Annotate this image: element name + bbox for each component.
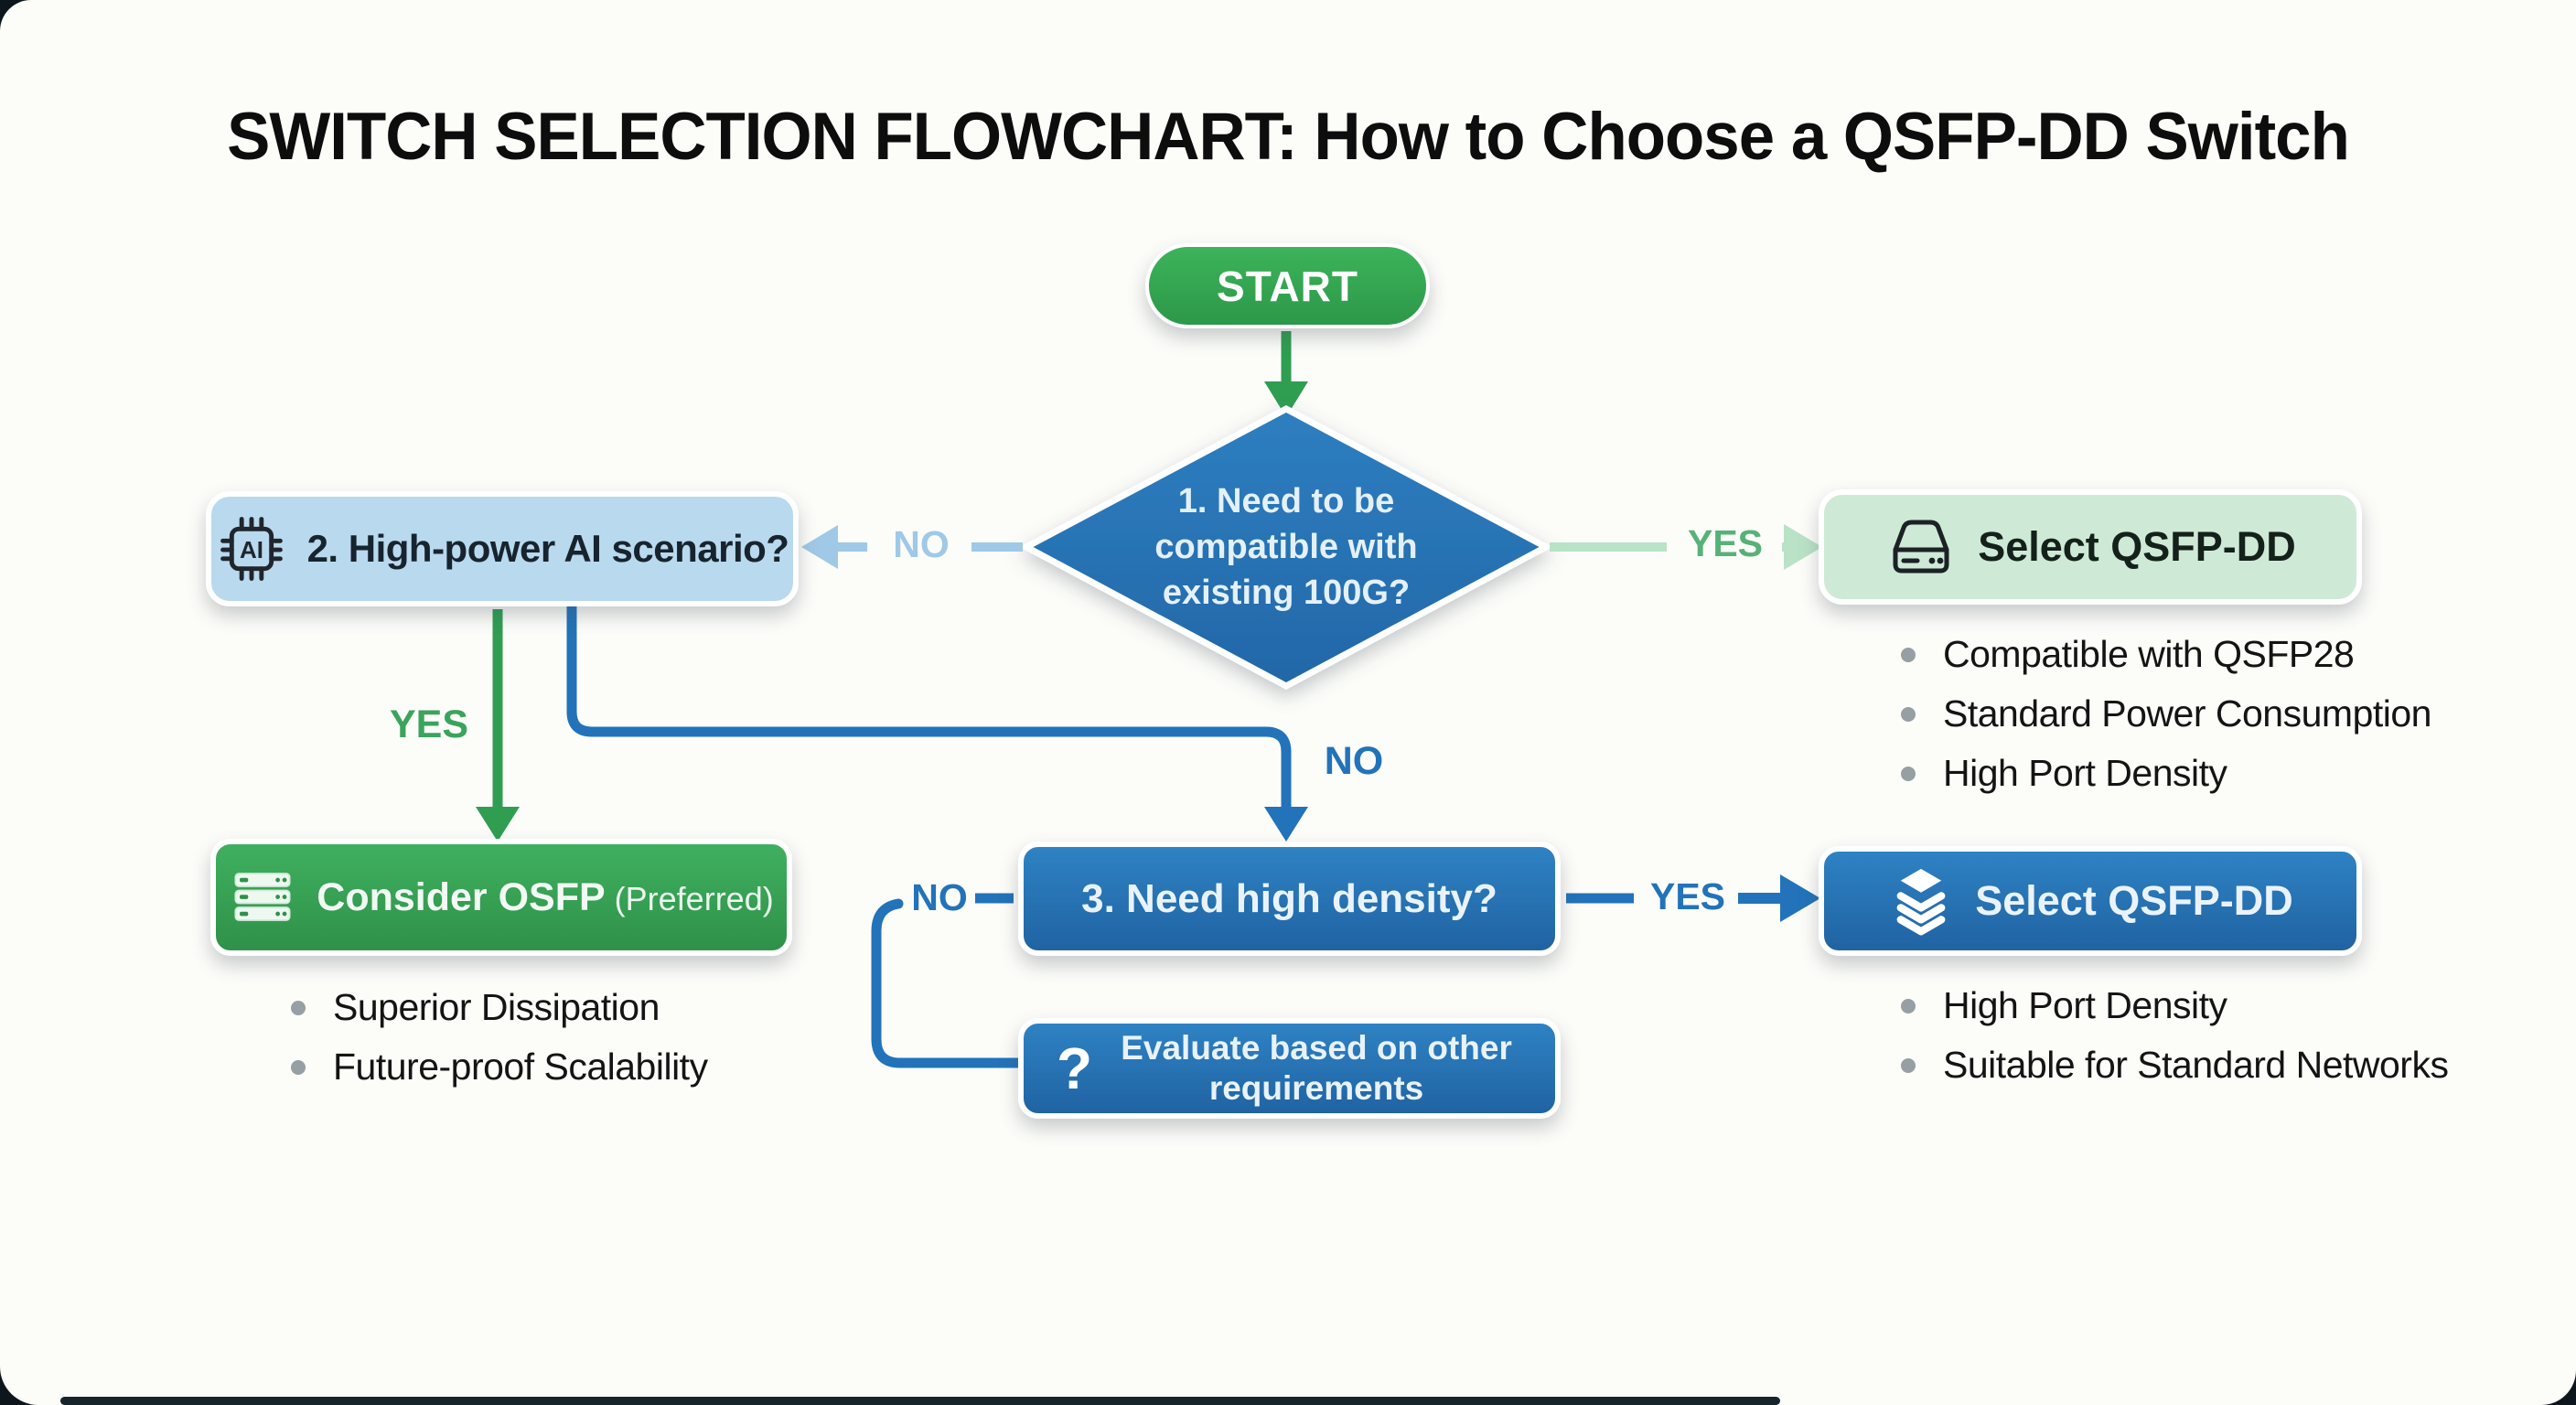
- q1-decision-label: 1. Need to be compatible with existing 1…: [1154, 482, 1418, 612]
- bullet-dot-icon: [1901, 707, 1916, 722]
- bullet-dot-icon: [1901, 767, 1916, 781]
- list-item: High Port Density: [1901, 984, 2448, 1044]
- select-qsfp-dd-top-node: Select QSFP-DD: [1819, 489, 2362, 605]
- page-title: SWITCH SELECTION FLOWCHART: How to Choos…: [227, 100, 2350, 174]
- q3-label: 3. Need high density?: [1081, 875, 1497, 921]
- server-stack-icon: [234, 873, 291, 921]
- bullet-text: Superior Dissipation: [333, 986, 660, 1028]
- edge-label-q3-no: NO: [911, 876, 968, 918]
- list-item: Compatible with QSFP28: [1901, 633, 2431, 692]
- select-qsfp-dd-top-bullets: Compatible with QSFP28 Standard Power Co…: [1901, 633, 2431, 811]
- evaluate-label: Evaluate based on other requirements: [1121, 1029, 1512, 1107]
- svg-text:AI: AI: [240, 536, 263, 563]
- list-item: High Port Density: [1901, 752, 2431, 811]
- edge-label-q2-no: NO: [1324, 739, 1384, 783]
- bullet-dot-icon: [291, 1001, 306, 1015]
- list-item: Standard Power Consumption: [1901, 692, 2431, 752]
- consider-osfp-suffix: (Preferred): [614, 879, 774, 917]
- list-item: Future-proof Scalability: [291, 1046, 708, 1105]
- select-qsfp-dd-bottom-label: Select QSFP-DD: [1975, 877, 2293, 924]
- consider-osfp-label: Consider OSFP: [317, 874, 606, 919]
- edge-label-q2-yes: YES: [389, 702, 469, 746]
- question-mark-icon: ?: [1056, 1035, 1093, 1101]
- bullet-text: Future-proof Scalability: [333, 1046, 708, 1088]
- bullet-dot-icon: [1901, 999, 1916, 1014]
- list-item: Suitable for Standard Networks: [1901, 1044, 2449, 1103]
- consider-osfp-node: Consider OSFP(Preferred): [210, 839, 792, 956]
- select-qsfp-dd-bottom-node: Select QSFP-DD: [1819, 846, 2362, 956]
- evaluate-node: ? Evaluate based on other requirements: [1018, 1018, 1561, 1119]
- start-label: START: [1217, 262, 1358, 310]
- edge-label-q3-yes: YES: [1649, 875, 1726, 917]
- q2-node: AI 2. High-power AI scenario?: [206, 491, 799, 606]
- select-qsfp-dd-bottom-bullets: High Port Density Suitable for Standard …: [1901, 984, 2449, 1103]
- start-node: START: [1145, 243, 1430, 328]
- drive-icon: [1893, 520, 1949, 574]
- bullet-dot-icon: [291, 1060, 306, 1075]
- bullet-text: Standard Power Consumption: [1943, 692, 2431, 735]
- edge-label-q1-no: NO: [893, 523, 950, 565]
- bullet-text: High Port Density: [1943, 752, 2227, 794]
- bottom-edge-bar: [60, 1397, 1780, 1405]
- ai-chip-icon: AI: [220, 517, 283, 581]
- edge-label-q1-yes: YES: [1687, 522, 1764, 564]
- list-item: Superior Dissipation: [291, 986, 708, 1046]
- bullet-text: High Port Density: [1943, 984, 2227, 1026]
- bullet-dot-icon: [1901, 648, 1916, 662]
- bullet-dot-icon: [1901, 1058, 1916, 1073]
- consider-osfp-bullets: Superior Dissipation Future-proof Scalab…: [291, 986, 708, 1105]
- bullet-text: Compatible with QSFP28: [1943, 633, 2355, 675]
- layers-icon: [1896, 868, 1946, 936]
- q2-label: 2. High-power AI scenario?: [306, 527, 789, 570]
- select-qsfp-dd-top-label: Select QSFP-DD: [1978, 523, 2296, 570]
- q3-node: 3. Need high density?: [1018, 842, 1561, 956]
- bullet-text: Suitable for Standard Networks: [1943, 1044, 2449, 1086]
